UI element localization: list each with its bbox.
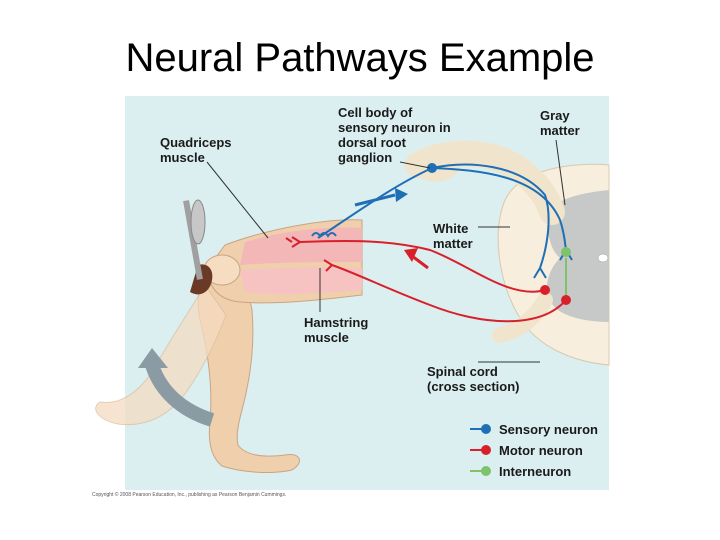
leg-movement-arrow <box>145 362 215 427</box>
quadriceps-muscle-tissue <box>240 227 362 265</box>
legend-motor-label: Motor neuron <box>499 443 583 458</box>
sensory-arrow <box>354 193 396 207</box>
sensory-arrowhead <box>395 188 408 202</box>
copyright-notice: Copyright © 2008 Pearson Education, Inc.… <box>92 492 287 498</box>
hamstring-label: Hamstring muscle <box>304 315 369 345</box>
hammer-head <box>190 199 206 245</box>
legend-interneuron-label: Interneuron <box>499 464 572 479</box>
leader-gray-matter <box>555 139 566 206</box>
cell-body-label: Cell body of sensory neuron in dorsal ro… <box>338 105 451 165</box>
sensory-cell-body <box>427 163 437 173</box>
leader-cell-body <box>399 161 431 169</box>
ghost-leg <box>95 284 227 426</box>
leg-movement-arrowhead <box>138 348 168 368</box>
motor-arrowhead <box>404 248 418 262</box>
motor-cell-body-2 <box>561 295 571 305</box>
motor-neuron-quadriceps <box>299 239 546 293</box>
slide-title: Neural Pathways Example <box>125 36 595 80</box>
hammer-handle <box>183 200 203 280</box>
sensory-neuron-branch <box>431 167 567 251</box>
white-matter-label: White matter <box>433 221 473 251</box>
leader-quadriceps <box>206 161 269 239</box>
legend-sensory-label: Sensory neuron <box>499 422 598 437</box>
ventral-root <box>492 292 553 343</box>
sensory-receptor <box>311 232 337 238</box>
quadriceps-label: Quadriceps muscle <box>160 135 232 165</box>
legend-marker-motor <box>470 445 491 455</box>
motor-arrow <box>411 254 429 270</box>
hamstring-muscle-tissue <box>240 267 362 294</box>
spinal-cord-label: Spinal cord (cross section) <box>427 364 520 394</box>
interneuron-cell-body <box>561 247 571 257</box>
reflex-hammer <box>190 264 213 295</box>
legend-marker-sensory <box>470 424 491 434</box>
motor-neuron-hamstring <box>331 264 567 323</box>
gray-matter-label: Gray matter <box>540 108 580 138</box>
legend-marker-interneuron <box>470 466 491 476</box>
motor-cell-body-1 <box>540 285 550 295</box>
